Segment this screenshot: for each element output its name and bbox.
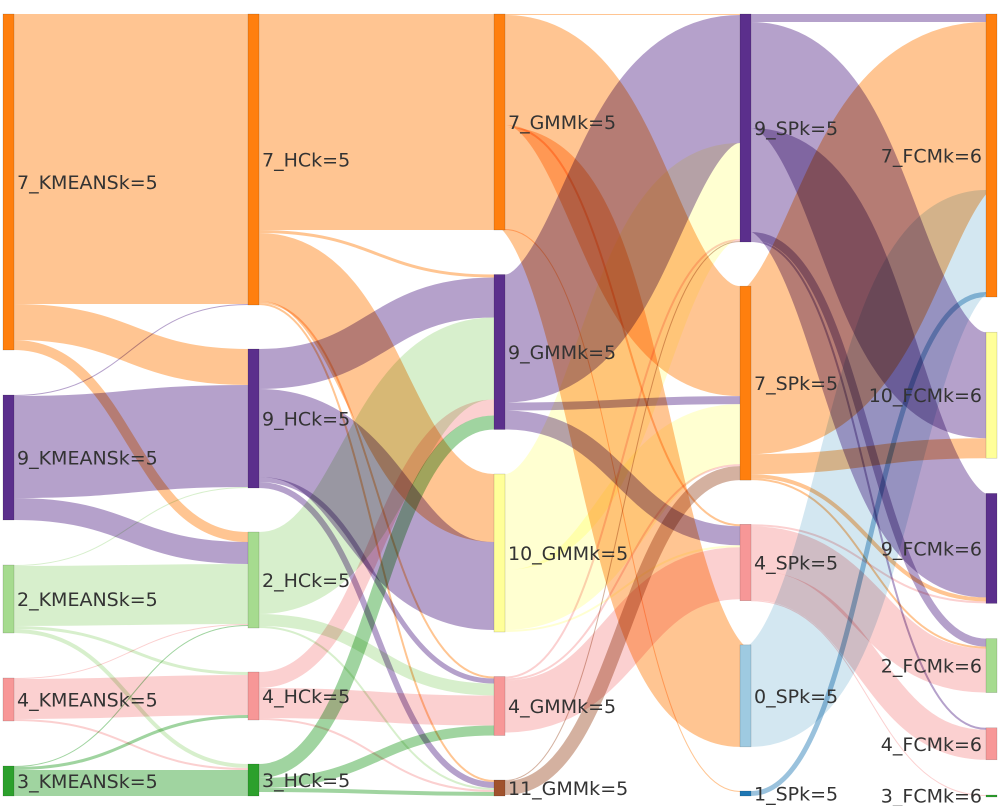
node-k4[interactable] (2, 677, 15, 722)
sankey-labels: 7_KMEANSk=5 9_KMEANSk=5 2_KMEANSk=5 4_KMEAN… (17, 112, 982, 806)
node-g7[interactable] (493, 13, 506, 231)
node-s1[interactable] (739, 790, 752, 797)
node-label-g4: 4_GMMk=5 (508, 696, 616, 718)
node-label-s0: 0_SPk=5 (754, 686, 838, 708)
sankey-links (13, 13, 998, 797)
node-label-f4: 4_FCMk=6 (881, 734, 982, 756)
node-f9[interactable] (985, 493, 998, 604)
node-g11[interactable] (493, 779, 506, 797)
link-g10-to-s7 (503, 404, 742, 630)
node-f10[interactable] (985, 331, 998, 459)
link-k9-to-h2 (13, 498, 249, 564)
node-k7[interactable] (2, 13, 15, 351)
node-h3[interactable] (247, 763, 260, 797)
link-h4-to-g4 (258, 688, 495, 726)
link-k4-to-h2 (13, 624, 249, 679)
node-s0[interactable] (739, 644, 752, 748)
link-k3-to-h2 (13, 625, 249, 767)
link-g4-to-s7 (504, 464, 741, 681)
node-label-k9: 9_KMEANSk=5 (17, 448, 158, 470)
link-h3-to-g11 (258, 788, 495, 796)
node-f2[interactable] (985, 638, 998, 693)
link-h2-to-g4 (258, 614, 495, 696)
link-g11-to-s9 (504, 241, 741, 781)
link-k9-to-h7 (13, 304, 249, 396)
link-k3-to-h4 (13, 715, 249, 770)
node-label-h2: 2_HCk=5 (262, 570, 350, 592)
node-g9[interactable] (493, 274, 506, 430)
node-h9[interactable] (247, 348, 260, 489)
node-k3[interactable] (2, 765, 15, 797)
link-g4-to-s9 (504, 239, 741, 679)
link-s7-to-f7 (739, 22, 998, 455)
node-label-h4: 4_HCk=5 (262, 686, 350, 708)
node-label-k3: 3_KMEANSk=5 (17, 771, 158, 793)
link-g10-to-s4 (504, 545, 741, 632)
link-h3-to-g4 (258, 725, 495, 788)
link-h2-to-g9 (255, 317, 498, 614)
link-h4-to-g9 (258, 399, 495, 688)
link-k9-to-h9 (13, 385, 249, 498)
node-label-k4: 4_KMEANSk=5 (17, 690, 158, 712)
link-h9-to-g9 (258, 277, 495, 389)
node-label-g11: 11_GMMk=5 (508, 778, 628, 800)
node-label-g7: 7_GMMk=5 (508, 112, 616, 134)
node-f3[interactable] (985, 794, 998, 798)
node-f4[interactable] (985, 727, 998, 761)
node-s4[interactable] (739, 524, 752, 601)
link-s0-to-f7 (742, 190, 995, 747)
node-s7[interactable] (739, 285, 752, 481)
node-label-k2: 2_KMEANSk=5 (17, 589, 158, 611)
node-g10[interactable] (493, 473, 506, 633)
node-k9[interactable] (2, 394, 15, 521)
link-k2-to-h4 (13, 626, 249, 675)
node-label-f7: 7_FCMk=6 (881, 146, 982, 168)
node-label-f3: 3_FCMk=6 (881, 786, 982, 806)
node-label-h9: 9_HCk=5 (262, 409, 350, 431)
link-k2-to-h9 (13, 487, 249, 566)
node-h7[interactable] (247, 13, 260, 306)
node-k2[interactable] (2, 564, 15, 634)
node-h2[interactable] (247, 531, 260, 629)
node-label-s4: 4_SPk=5 (754, 553, 838, 575)
node-h4[interactable] (247, 671, 260, 721)
node-label-s7: 7_SPk=5 (754, 373, 838, 395)
link-h7-to-g9 (258, 230, 495, 278)
node-label-h3: 3_HCk=5 (262, 770, 350, 792)
link-g11-to-s7 (504, 466, 741, 795)
node-s9[interactable] (739, 13, 752, 243)
link-h3-to-g9 (258, 415, 495, 778)
node-label-f9: 9_FCMk=6 (881, 538, 982, 560)
node-label-g9: 9_GMMk=5 (508, 342, 616, 364)
node-f7[interactable] (985, 13, 998, 298)
link-g9-to-s9 (499, 15, 746, 403)
sankey-nodes (2, 13, 998, 798)
link-k4-to-h4 (13, 675, 249, 719)
node-label-k7: 7_KMEANSk=5 (17, 172, 158, 194)
link-h9-to-g11 (258, 482, 495, 788)
node-g4[interactable] (493, 676, 506, 736)
node-label-f2: 2_FCMk=6 (881, 656, 982, 678)
link-k2-to-h2 (13, 564, 249, 626)
link-g10-to-s9 (499, 143, 746, 570)
link-s1-to-f7 (750, 292, 987, 796)
link-k4-to-h3 (13, 719, 249, 770)
node-label-f10: 10_FCMk=6 (869, 385, 982, 407)
link-k7-to-h9 (13, 304, 249, 385)
node-label-s9: 9_SPk=5 (754, 118, 838, 140)
node-label-s1: 1_SPk=5 (754, 784, 838, 806)
node-label-g10: 10_GMMk=5 (508, 543, 628, 565)
node-label-h7: 7_HCk=5 (262, 150, 350, 172)
